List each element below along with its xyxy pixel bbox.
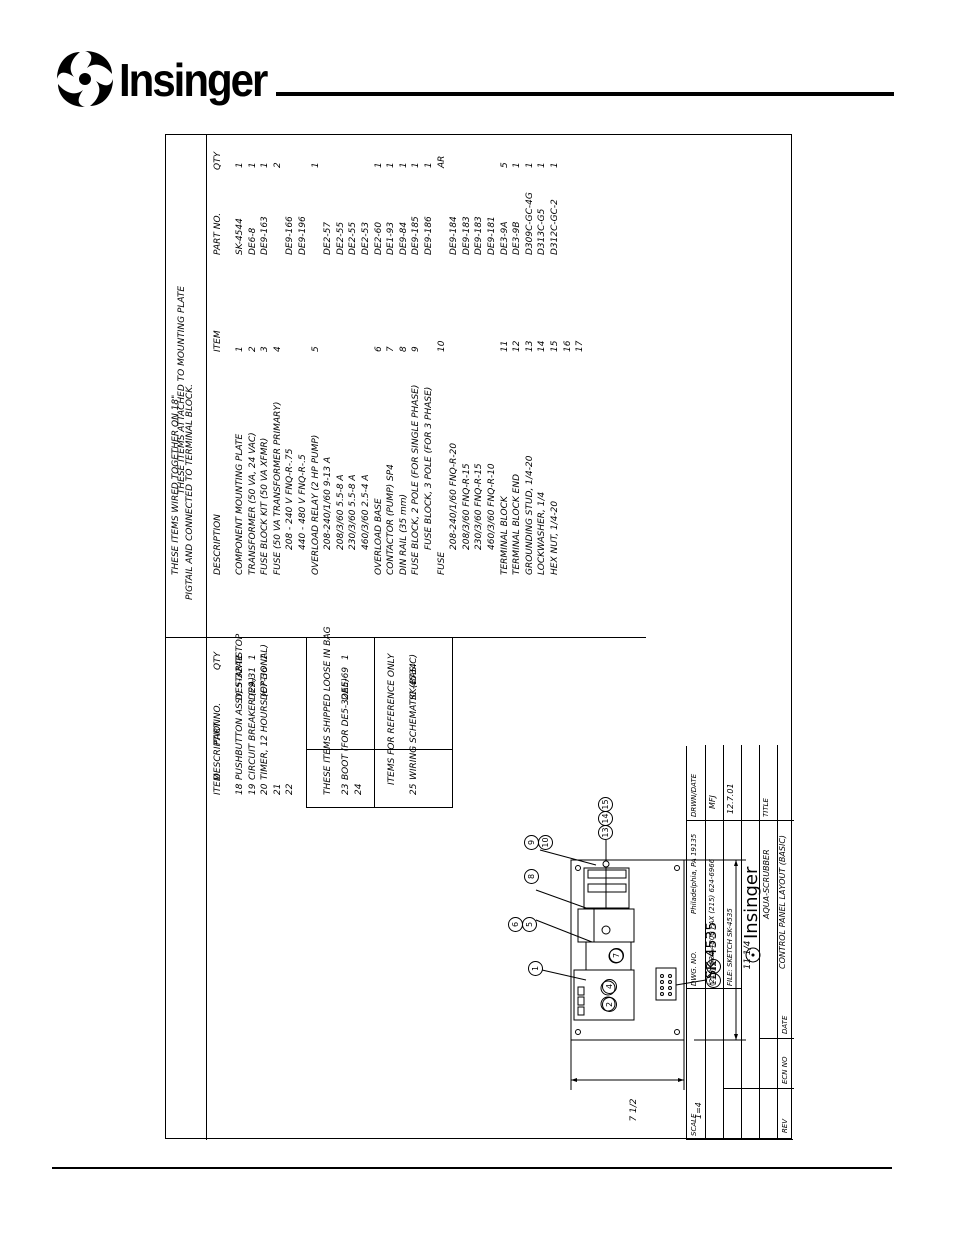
callout-15: 15 bbox=[598, 797, 613, 812]
company-logo-icon bbox=[745, 947, 761, 963]
logo-text: Insinger bbox=[119, 54, 268, 106]
header-rule bbox=[276, 92, 894, 96]
footer-rule bbox=[52, 1167, 892, 1169]
insinger-logo-icon bbox=[57, 51, 113, 107]
callout-10: 10 bbox=[538, 835, 553, 850]
callout-5: 5 bbox=[522, 917, 537, 932]
callout-12: 12 bbox=[706, 959, 721, 974]
callout-6: 6 bbox=[508, 917, 523, 932]
title-block: SCALE 1=4 DWG. NO. SK-4535 FILE: SKETCH … bbox=[686, 745, 794, 1140]
callout-14: 14 bbox=[598, 811, 613, 826]
callout-8: 8 bbox=[524, 869, 539, 884]
callout-11: 11 bbox=[706, 973, 721, 988]
panel-layout-drawing: 11 1/4 7 1/2 bbox=[535, 840, 753, 1122]
callout-2: 2 bbox=[602, 997, 617, 1012]
callout-9: 9 bbox=[524, 835, 539, 850]
dim-height: 7 1/2 bbox=[629, 1098, 639, 1121]
callout-7: 7 bbox=[609, 948, 624, 963]
callout-1: 1 bbox=[528, 961, 543, 976]
rotated-sheet-content: THESE ITEMS ATTACHED TO MOUNTING PLATE I… bbox=[166, 135, 794, 1140]
drawing-sheet: THESE ITEMS ATTACHED TO MOUNTING PLATE I… bbox=[165, 134, 794, 1140]
dim-width: 11 1/4 bbox=[743, 940, 753, 969]
logo: Insinger bbox=[52, 48, 280, 110]
callout-13: 13 bbox=[598, 825, 613, 840]
callout-4: 4 bbox=[602, 979, 617, 994]
